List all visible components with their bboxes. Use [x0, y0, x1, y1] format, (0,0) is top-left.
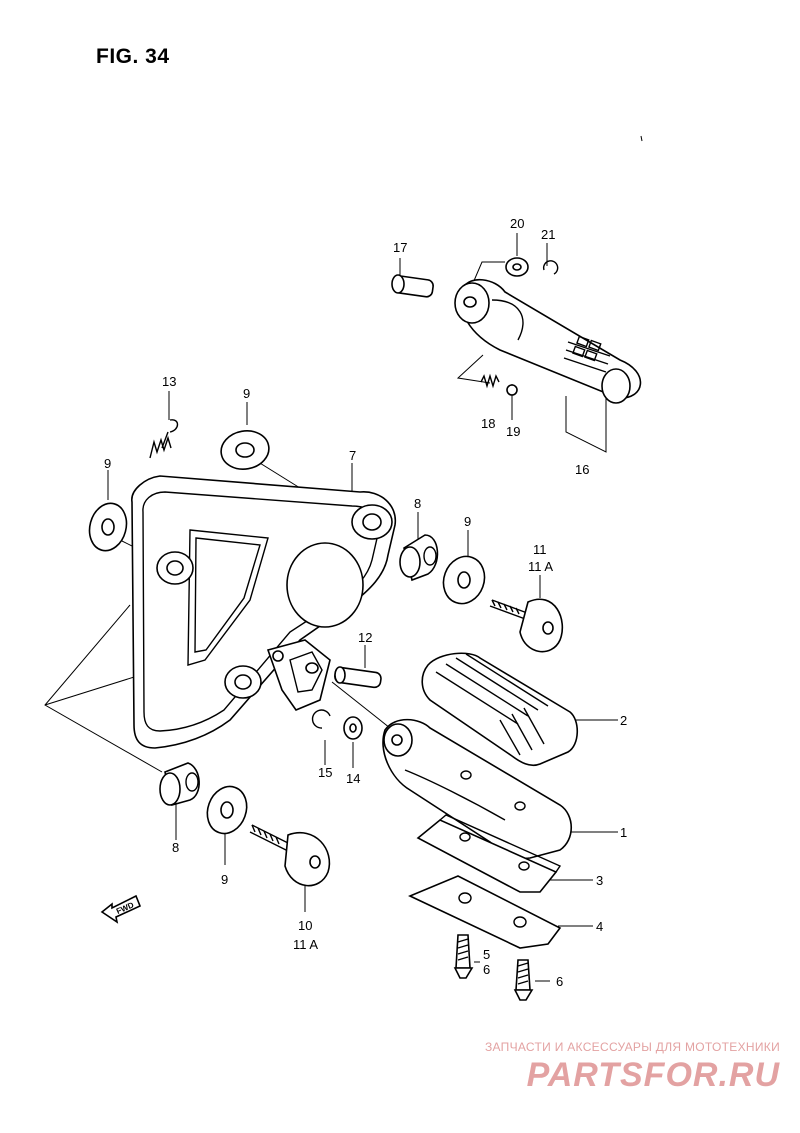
plate-3 — [416, 814, 562, 893]
callout-3: 3 — [596, 873, 603, 888]
callout-6-a: 6 — [483, 962, 490, 977]
callout-8-upper: 8 — [414, 496, 421, 511]
callout-7: 7 — [349, 448, 356, 463]
washer-9-right — [442, 555, 486, 605]
callout-16: 16 — [575, 462, 589, 477]
callout-13: 13 — [162, 374, 176, 389]
pin-17 — [391, 274, 434, 298]
ball-19 — [506, 384, 518, 396]
spring-13 — [149, 419, 179, 459]
callout-10: 10 — [298, 918, 312, 933]
footpeg-rubber-2 — [421, 652, 579, 767]
screw-6 — [513, 959, 534, 1001]
washer-20 — [505, 257, 529, 277]
callout-15: 15 — [318, 765, 332, 780]
callout-20: 20 — [510, 216, 524, 231]
callout-11A-lower: 11 A — [293, 937, 318, 952]
footrest-bracket-7 — [131, 475, 396, 749]
passenger-footpeg-assembly — [391, 257, 642, 404]
spring-18 — [480, 373, 500, 389]
callout-6-b: 6 — [556, 974, 563, 989]
screw-5-6 — [453, 934, 474, 979]
callout-8-lower: 8 — [172, 840, 179, 855]
fwd-arrow-icon: FWD — [100, 894, 142, 924]
callout-18: 18 — [481, 416, 495, 431]
watermark-logo: PARTSFOR.RU — [526, 1056, 780, 1094]
e-clip-15 — [311, 709, 331, 729]
callout-17: 17 — [393, 240, 407, 255]
footpeg-1 — [382, 718, 573, 860]
washer-9-lower — [206, 785, 248, 835]
bolt-10 — [249, 824, 331, 887]
footpeg-16 — [454, 279, 642, 404]
bolt-11 — [489, 598, 564, 653]
callout-21: 21 — [541, 227, 555, 242]
callout-11A-upper: 11 A — [528, 559, 553, 574]
collar-8-lower — [159, 762, 200, 806]
callout-12: 12 — [358, 630, 372, 645]
callout-4: 4 — [596, 919, 603, 934]
callout-9-right: 9 — [464, 514, 471, 529]
callout-2: 2 — [620, 713, 627, 728]
callout-14: 14 — [346, 771, 360, 786]
washer-14 — [343, 716, 363, 740]
callout-19: 19 — [506, 424, 520, 439]
callout-11: 11 — [533, 542, 547, 557]
plate-4 — [408, 875, 562, 949]
callout-9-left: 9 — [104, 456, 111, 471]
collar-8-upper — [399, 534, 439, 582]
callout-5: 5 — [483, 947, 490, 962]
figure-title: FIG. 34 — [96, 45, 170, 68]
callout-9-lower: 9 — [221, 872, 228, 887]
washer-9-top — [220, 430, 270, 470]
washer-9-left — [88, 502, 128, 552]
e-clip-21 — [542, 260, 559, 275]
callout-1: 1 — [620, 825, 627, 840]
callout-9-top: 9 — [243, 386, 250, 401]
watermark-caption: ЗАПЧАСТИ И АКСЕССУАРЫ ДЛЯ МОТОТЕХНИКИ — [484, 1040, 780, 1054]
callout-labels: 17 20 21 18 19 16 13 9 9 7 8 9 11 11 A 1… — [104, 216, 627, 989]
pin-12 — [334, 666, 382, 689]
